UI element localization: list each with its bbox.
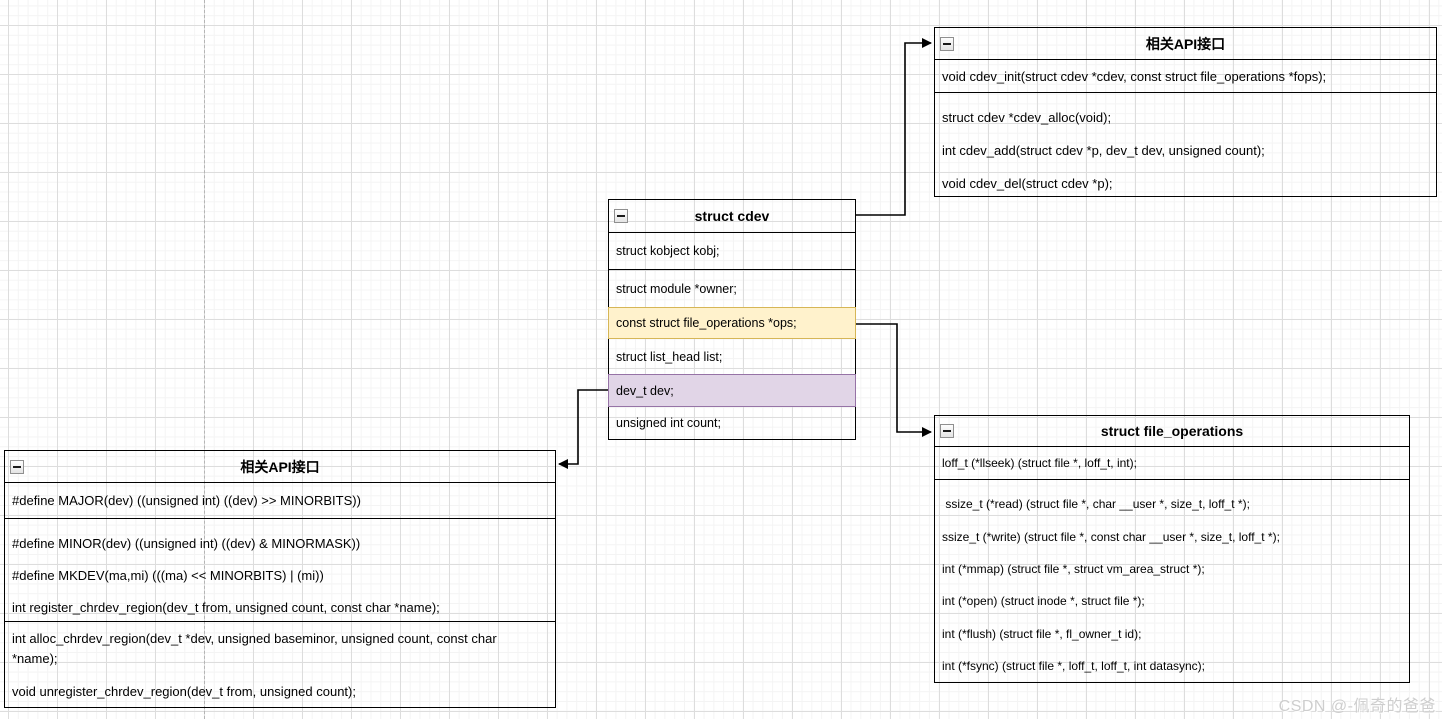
api-row: #define MINOR(dev) ((unsigned int) ((dev… bbox=[12, 535, 361, 551]
fops-row: ssize_t (*read) (struct file *, char __u… bbox=[942, 497, 1250, 512]
api-row: int register_chrdev_region(dev_t from, u… bbox=[12, 600, 440, 616]
struct-cdev-title-bar: struct cdev bbox=[609, 200, 855, 233]
api-row: struct cdev *cdev_alloc(void); bbox=[942, 110, 1112, 125]
api-compartment: #define MINOR(dev) ((unsigned int) ((dev… bbox=[5, 519, 555, 622]
field-row: struct kobject kobj; bbox=[609, 233, 855, 270]
box-title: struct cdev bbox=[694, 208, 770, 224]
box-title: struct file_operations bbox=[1100, 423, 1244, 439]
api-row: void cdev_init(struct cdev *cdev, const … bbox=[935, 60, 1436, 93]
connector-cdev-to-api-top bbox=[856, 38, 932, 216]
api-box-top-right-title-bar: 相关API接口 bbox=[935, 28, 1436, 60]
api-row: int alloc_chrdev_region(dev_t *dev, unsi… bbox=[12, 631, 497, 666]
api-box-bottom-left: 相关API接口 #define MAJOR(dev) ((unsigned in… bbox=[4, 450, 556, 708]
field-row: struct list_head list; bbox=[616, 349, 723, 364]
fops-row: ssize_t (*write) (struct file *, const c… bbox=[942, 529, 1280, 544]
struct-cdev-box: struct cdev struct kobject kobj; struct … bbox=[608, 199, 856, 440]
fops-row: int (*flush) (struct file *, fl_owner_t … bbox=[942, 626, 1142, 641]
page-break-line bbox=[204, 0, 205, 719]
field-row: unsigned int count; bbox=[616, 416, 721, 430]
collapse-icon bbox=[10, 459, 24, 474]
api-row: int cdev_add(struct cdev *p, dev_t dev, … bbox=[942, 143, 1265, 158]
connector-dev-to-api-left bbox=[558, 389, 608, 469]
fops-row: int (*open) (struct inode *, struct file… bbox=[942, 594, 1145, 609]
field-row-ops-highlighted: const struct file_operations *ops; bbox=[608, 307, 856, 339]
struct-file-operations-box: struct file_operations loff_t (*llseek) … bbox=[934, 415, 1410, 683]
connector-ops-to-file-operations bbox=[856, 323, 932, 437]
collapse-icon bbox=[614, 209, 628, 223]
field-row: struct module *owner; bbox=[616, 281, 737, 296]
field-row-dev-highlighted: dev_t dev; bbox=[608, 374, 856, 407]
api-compartment: int alloc_chrdev_region(dev_t *dev, unsi… bbox=[5, 622, 555, 708]
api-compartment: struct cdev *cdev_alloc(void); int cdev_… bbox=[935, 93, 1436, 200]
collapse-icon bbox=[940, 36, 954, 51]
struct-file-operations-title-bar: struct file_operations bbox=[935, 416, 1409, 447]
fops-row: loff_t (*llseek) (struct file *, loff_t,… bbox=[935, 447, 1409, 480]
csdn-watermark: CSDN @-佩奇的爸爸 bbox=[1278, 698, 1436, 715]
fops-row: int (*mmap) (struct file *, struct vm_ar… bbox=[942, 561, 1205, 576]
api-row: void unregister_chrdev_region(dev_t from… bbox=[12, 684, 356, 699]
api-row: #define MKDEV(ma,mi) (((ma) << MINORBITS… bbox=[12, 567, 324, 583]
api-box-top-right: 相关API接口 void cdev_init(struct cdev *cdev… bbox=[934, 27, 1437, 197]
fops-row: int (*fsync) (struct file *, loff_t, lof… bbox=[942, 659, 1205, 674]
api-row: void cdev_del(struct cdev *p); bbox=[942, 176, 1113, 191]
api-box-bottom-left-title-bar: 相关API接口 bbox=[5, 451, 555, 483]
api-row: #define MAJOR(dev) ((unsigned int) ((dev… bbox=[5, 483, 555, 519]
box-title: 相关API接口 bbox=[1145, 35, 1226, 52]
fops-compartment: ssize_t (*read) (struct file *, char __u… bbox=[935, 480, 1409, 682]
box-title: 相关API接口 bbox=[240, 458, 320, 475]
collapse-icon bbox=[940, 424, 954, 438]
